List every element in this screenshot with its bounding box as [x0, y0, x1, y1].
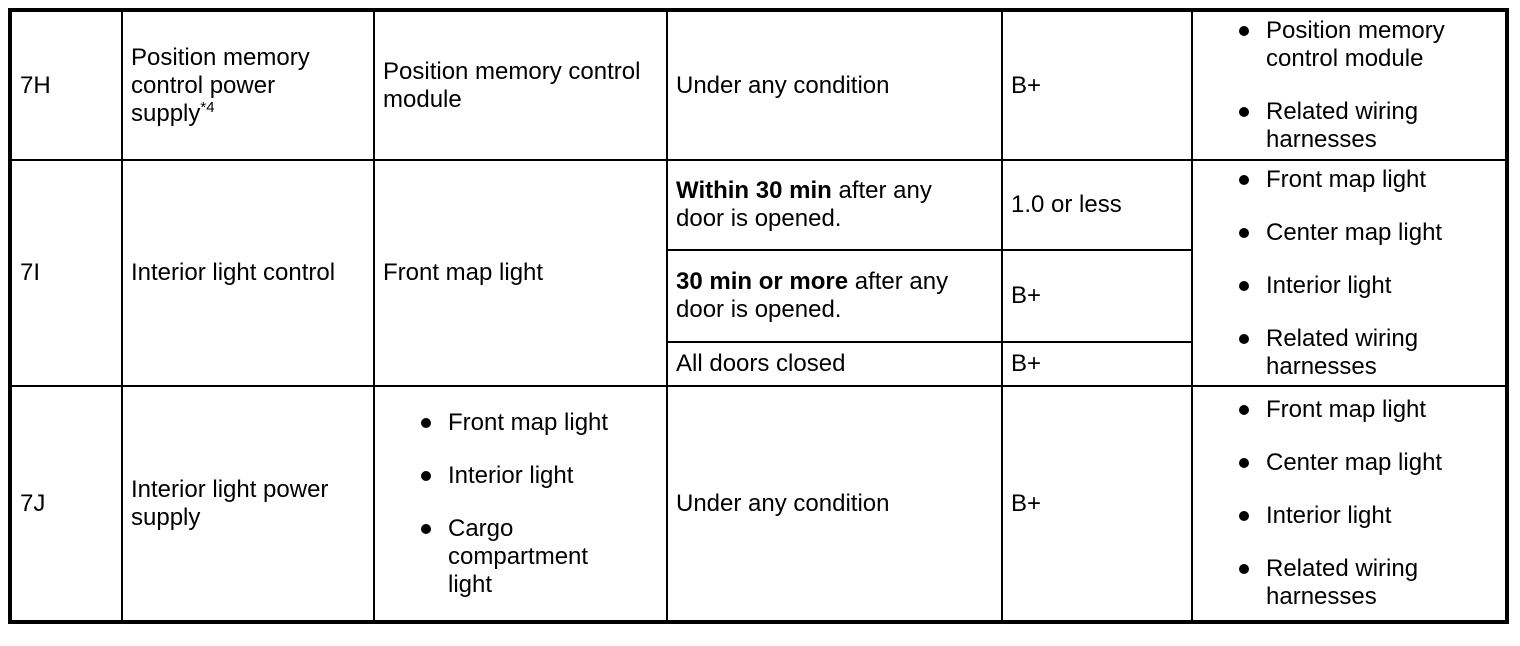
- list-item: Center map light: [1239, 219, 1497, 247]
- list-item: Related wiring harnesses: [1239, 98, 1497, 154]
- inspection-parts-cell: Front map light Center map light Interio…: [1191, 385, 1508, 623]
- fuse-name-cell: Interior light power supply: [121, 385, 375, 623]
- footnote-marker: *4: [200, 98, 215, 116]
- fuse-name: Position memory control power supply*4: [131, 43, 310, 127]
- fuse-number: 7I: [20, 259, 41, 286]
- condition-cell: All doors closed: [666, 341, 1003, 387]
- voltage-cell: B+: [1001, 341, 1193, 387]
- bullet-icon: [421, 417, 431, 428]
- fuse-number-cell: 7I: [9, 159, 123, 387]
- fuse-number: 7J: [20, 489, 46, 517]
- voltage-cell: 1.0 or less: [1001, 159, 1193, 251]
- voltage-value: B+: [1011, 489, 1042, 517]
- inspection-list: Front map light Center map light Interio…: [1201, 396, 1497, 611]
- voltage-value: 1.0 or less: [1011, 191, 1122, 218]
- list-item: Interior light: [421, 462, 658, 490]
- bullet-icon: [1239, 26, 1249, 36]
- bullet-icon: [421, 523, 431, 534]
- fuse-row-7j: 7J Interior light power supply Front map…: [9, 385, 1508, 623]
- bullet-icon: [421, 470, 431, 481]
- fuse-name-cell: Interior light control: [121, 159, 375, 387]
- bullet-icon: [1239, 564, 1249, 574]
- list-item: Center map light: [1239, 449, 1497, 477]
- inspection-list: Position memory control module Related w…: [1201, 17, 1497, 154]
- list-item: Front map light: [1239, 166, 1497, 194]
- fuse-name: Interior light power supply: [131, 475, 329, 531]
- component-cell: Front map light: [373, 159, 668, 387]
- component: Position memory control module: [383, 57, 641, 113]
- bullet-icon: [1239, 107, 1249, 117]
- condition-cell: Within 30 min after any door is opened.: [666, 159, 1003, 251]
- condition-bold: 30 min or more: [676, 268, 849, 295]
- voltage-value: B+: [1011, 71, 1042, 99]
- bullet-icon: [1239, 511, 1249, 521]
- condition: Under any condition: [676, 72, 966, 100]
- bullet-icon: [1239, 405, 1249, 415]
- component: Front map light: [383, 259, 544, 286]
- condition-cell: Under any condition: [666, 385, 1003, 623]
- condition-cell: 30 min or more after any door is opened.: [666, 249, 1003, 343]
- condition-text: Under any condition: [676, 489, 890, 517]
- inspection-parts-cell: Front map light Center map light Interio…: [1191, 159, 1508, 387]
- voltage-cell: B+: [1001, 385, 1193, 623]
- list-item: Position memory control module: [1239, 17, 1497, 73]
- component-cell: Position memory control module: [373, 9, 668, 161]
- condition-text: after any door is opened.: [676, 268, 949, 323]
- condition: Under any condition: [676, 490, 966, 518]
- condition-text: All doors closed: [676, 350, 846, 377]
- list-item: Interior light: [1239, 272, 1497, 300]
- manual-page: 7H Position memory control power supply*…: [8, 8, 1509, 624]
- list-item: Related wiring harnesses: [1239, 555, 1497, 611]
- voltage-cell: B+: [1001, 249, 1193, 343]
- bullet-icon: [1239, 458, 1249, 468]
- bullet-icon: [1239, 227, 1249, 238]
- list-item: Front map light: [421, 409, 658, 437]
- condition: Within 30 min after any door is opened.: [676, 177, 966, 233]
- condition-text: Under any condition: [676, 71, 890, 99]
- bullet-icon: [1239, 333, 1249, 344]
- fuse-row-7i: 7I Interior light control Front map ligh…: [9, 159, 1508, 387]
- fuse-name-cell: Position memory control power supply*4: [121, 9, 375, 161]
- condition-bold: Within 30 min: [676, 177, 832, 204]
- condition-text: after any door is opened.: [676, 177, 932, 232]
- component-list: Front map light Interior light Cargo com…: [383, 409, 658, 599]
- component-cell: Front map light Interior light Cargo com…: [373, 385, 668, 623]
- bullet-icon: [1239, 174, 1249, 185]
- list-item: Front map light: [1239, 396, 1497, 424]
- fuse-number: 7H: [20, 71, 51, 99]
- fuse-number-cell: 7J: [9, 385, 123, 623]
- fuse-name: Interior light control: [131, 259, 336, 286]
- voltage-cell: B+: [1001, 9, 1193, 161]
- voltage-value: B+: [1011, 282, 1042, 309]
- fuse-inspection-table: 7H Position memory control power supply*…: [8, 8, 1509, 624]
- fuse-row-7h: 7H Position memory control power supply*…: [9, 9, 1508, 161]
- fuse-number-cell: 7H: [9, 9, 123, 161]
- list-item: Cargo compartment light: [421, 515, 658, 599]
- inspection-parts-cell: Position memory control module Related w…: [1191, 9, 1508, 161]
- voltage-value: B+: [1011, 350, 1042, 377]
- condition: All doors closed: [676, 350, 966, 378]
- condition-cell: Under any condition: [666, 9, 1003, 161]
- list-item: Related wiring harnesses: [1239, 325, 1497, 381]
- condition: 30 min or more after any door is opened.: [676, 268, 966, 324]
- fuse-row-7i-sub3: All doors closed B+: [10, 341, 1507, 387]
- bullet-icon: [1239, 280, 1249, 291]
- list-item: Interior light: [1239, 502, 1497, 530]
- inspection-list: Front map light Center map light Interio…: [1201, 166, 1497, 381]
- fuse-row-7i-sub2: 30 min or more after any door is opened.…: [10, 249, 1507, 343]
